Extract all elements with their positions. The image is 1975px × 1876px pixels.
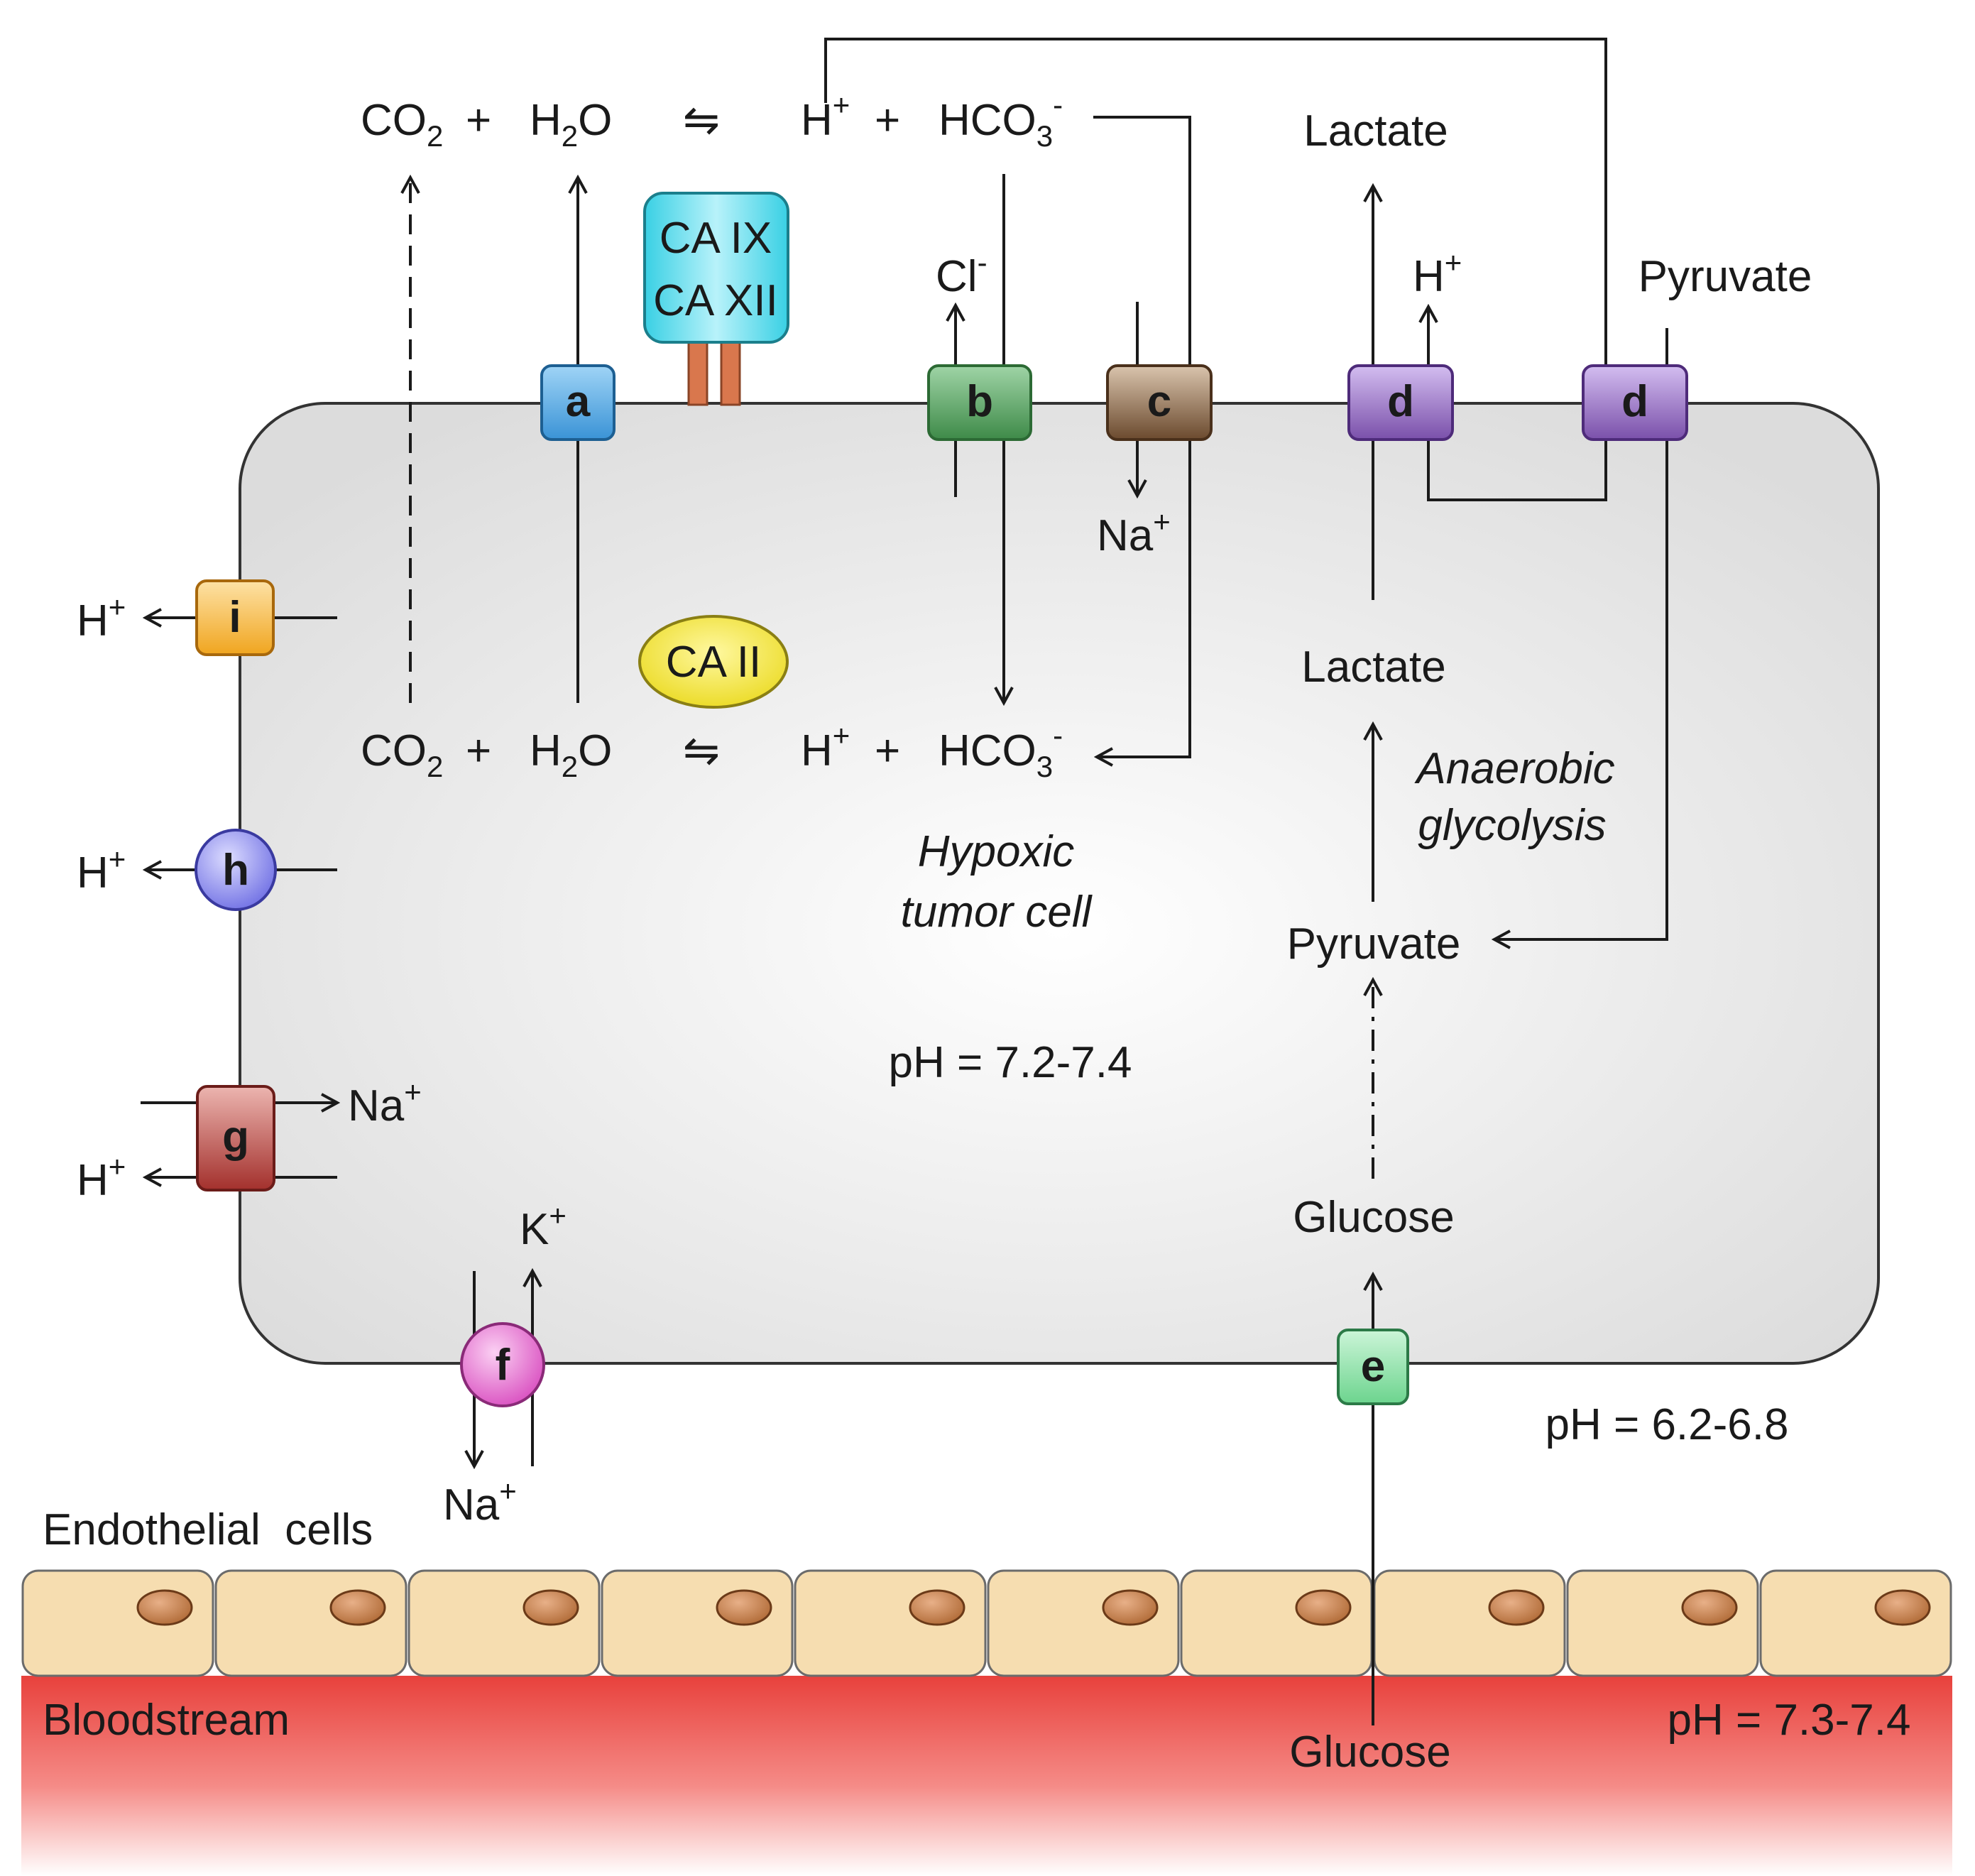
pyruvate-extracellular: Pyruvate [1638,252,1812,301]
endothelial-nucleus [1488,1589,1545,1626]
glucose-bloodstream: Glucose [1289,1728,1450,1777]
svg-text:CO2: CO2 [361,726,443,783]
endothelial-nucleus [1874,1589,1931,1626]
endothelial-cell [1566,1569,1759,1677]
endothelial-cell [601,1569,794,1677]
transporter-d-pyruvate[interactable]: d [1582,364,1688,441]
svg-text:H+: H+ [801,88,850,145]
svg-text:H2O: H2O [530,96,612,153]
endothelial-cell [1180,1569,1373,1677]
sodium-label-c: Na+ [1097,505,1171,560]
svg-text:f: f [496,1341,510,1390]
svg-text:HCO3-: HCO3- [939,719,1063,783]
ca-ix-anchor-right [720,341,741,406]
transporter-g[interactable]: g [196,1085,275,1191]
endothelial-nucleus [1102,1589,1159,1626]
endothelial-nucleus [716,1589,772,1626]
transporter-e[interactable]: e [1337,1329,1409,1405]
bloodstream-band [21,1676,1952,1876]
svg-text:h: h [222,846,249,895]
svg-text:c: c [1147,377,1171,426]
endothelial-nucleus [136,1589,193,1626]
ca-ix-anchor-left [687,341,709,406]
svg-text:+: + [466,726,491,775]
transporter-b[interactable]: b [927,364,1032,441]
endothelial-layer [21,1569,1952,1677]
svg-text:CO2: CO2 [361,96,443,153]
transporter-h[interactable]: h [195,829,277,911]
svg-text:+: + [466,96,491,145]
glucose-intracellular: Glucose [1293,1193,1454,1242]
endothelial-cell [21,1569,214,1677]
endothelial-cell [794,1569,987,1677]
transporter-d-lactate[interactable]: d [1347,364,1454,441]
bloodstream-label: Bloodstream [43,1696,290,1745]
potassium-label-f: K+ [520,1199,567,1254]
svg-text:b: b [966,377,993,426]
transporter-a[interactable]: a [540,364,616,441]
tumor-cell [239,402,1880,1365]
ca-ii-enzyme: CA II [638,615,789,709]
transporter-f[interactable]: f [460,1322,545,1407]
endothelial-label: Endothelial cells [43,1505,373,1554]
endothelial-nucleus [329,1589,386,1626]
ph-extracellular: pH = 6.2-6.8 [1545,1400,1789,1449]
sodium-label-g: Na+ [348,1075,422,1130]
pyruvate-intracellular: Pyruvate [1287,920,1461,969]
glycolysis-label-line2: glycolysis [1418,801,1606,850]
endothelial-cell [1373,1569,1566,1677]
svg-text:d: d [1387,377,1414,426]
cell-label-line1: Hypoxic [918,827,1075,876]
svg-text:H+: H+ [801,719,850,775]
lactate-intracellular: Lactate [1301,643,1445,692]
svg-text:e: e [1361,1342,1385,1391]
endothelial-cell [987,1569,1180,1677]
proton-label-i: H+ [77,590,126,645]
ca-ix-xii-enzyme: CA IX CA XII [643,192,789,344]
svg-text:i: i [229,593,241,642]
chloride-label: Cl- [936,246,988,301]
ca-xii-label: CA XII [653,276,778,325]
endothelial-nucleus [1295,1589,1352,1626]
ca-ii-label: CA II [666,638,761,687]
endothelial-nucleus [1681,1589,1738,1626]
endothelial-cell [1759,1569,1952,1677]
glycolysis-label-line1: Anaerobic [1413,744,1614,793]
transporter-i[interactable]: i [195,579,275,656]
proton-label-g: H+ [77,1150,126,1205]
svg-text:+: + [875,726,900,775]
svg-text:g: g [222,1113,249,1162]
svg-text:a: a [566,377,591,426]
ph-blood: pH = 7.3-7.4 [1668,1696,1911,1745]
endothelial-cell [407,1569,601,1677]
svg-text:⇋: ⇋ [683,96,720,145]
proton-label-h: H+ [77,842,126,898]
svg-text:+: + [875,96,900,145]
ca-ix-label: CA IX [660,214,772,263]
svg-text:HCO3-: HCO3- [939,88,1063,153]
endothelial-cell [214,1569,407,1677]
transporter-c[interactable]: c [1106,364,1213,441]
svg-text:d: d [1621,377,1648,426]
sodium-label-f: Na+ [443,1474,517,1529]
svg-text:H2O: H2O [530,726,612,783]
endothelial-nucleus [909,1589,965,1626]
cell-label-line2: tumor cell [901,888,1093,937]
svg-text:⇋: ⇋ [683,726,720,775]
proton-label-top: H+ [1413,246,1462,301]
endothelial-nucleus [523,1589,579,1626]
lactate-extracellular: Lactate [1303,107,1448,156]
intracellular-reaction: CO2 + H2O ⇋ H+ + HCO3- [361,719,1063,783]
ph-intracellular: pH = 7.2-7.4 [889,1038,1132,1087]
extracellular-reaction: CO2 + H2O ⇋ H+ + HCO3- [361,88,1063,153]
